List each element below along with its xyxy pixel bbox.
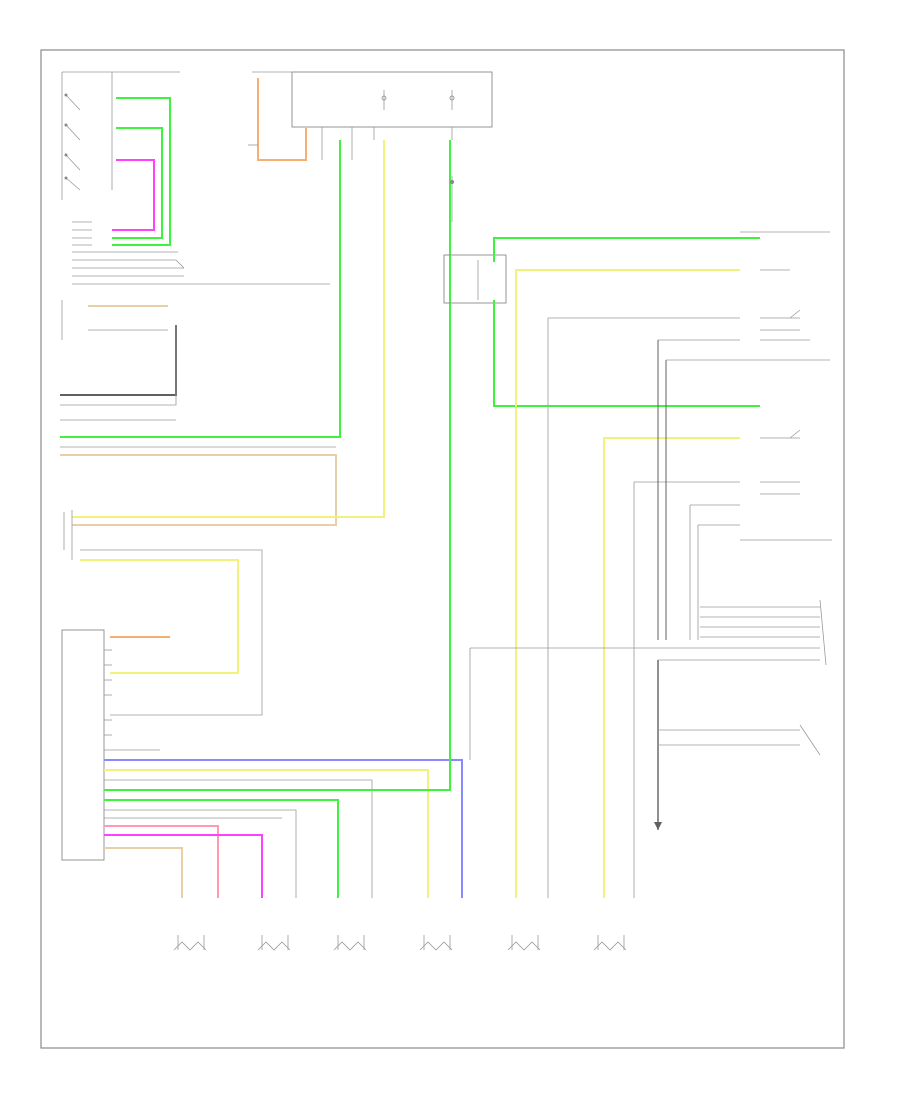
wire-blue (104, 759, 463, 898)
sensor-3 (333, 935, 367, 951)
seat-memory-switch (61, 71, 113, 200)
wire-yellow-3 (104, 769, 429, 898)
wire-green-long (60, 140, 341, 438)
wire-green-right-top (493, 237, 760, 262)
sensor-row (173, 935, 627, 951)
sensor-2 (257, 935, 291, 951)
center-junction (443, 176, 507, 304)
wire-yellow-right-mid (603, 437, 740, 898)
sensor-5 (507, 935, 541, 951)
wire-yellow-right-top (515, 269, 740, 280)
wire-magenta-2 (104, 834, 263, 898)
wire-orange (257, 78, 307, 161)
control-module-box (61, 629, 105, 861)
right-switches-upper (760, 269, 810, 495)
sensor-1 (173, 935, 207, 951)
top-module-box (291, 71, 493, 128)
wire-pink (104, 825, 219, 898)
wire-tan-4 (104, 847, 183, 898)
wire-green-right-mid (493, 300, 760, 407)
sensor-6 (593, 935, 627, 951)
diagram-frame (40, 49, 845, 1049)
control-module-pins (104, 649, 112, 736)
connector-left-upper (72, 221, 92, 285)
right-connector-block (469, 599, 827, 760)
wire-yellow-1 (72, 140, 385, 518)
sensor-4 (419, 935, 453, 951)
wire-green-1 (112, 97, 171, 246)
wire-tan-2 (60, 454, 337, 526)
wire-green-2 (112, 127, 163, 239)
wire-green-4 (104, 799, 339, 898)
wire-yellow-2 (80, 559, 239, 674)
wire-green-3 (104, 140, 451, 791)
wire-magenta-1 (112, 159, 155, 231)
